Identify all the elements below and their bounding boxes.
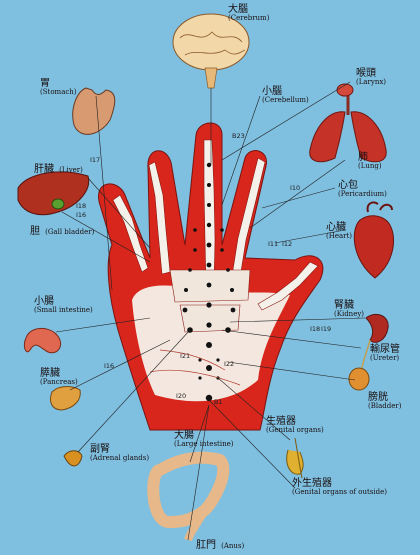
- point-i17: I17: [90, 156, 101, 164]
- bladder-en: (Bladder): [368, 402, 402, 410]
- label-heart: 心臟 (Heart): [326, 222, 352, 241]
- ext-genital-zh: 外生殖器: [292, 478, 332, 489]
- lung-zh: 肺: [358, 152, 368, 163]
- larynx-zh: 喉頭: [356, 68, 376, 79]
- heart-zh: 心臟: [326, 222, 346, 233]
- lungs-icon: [309, 83, 387, 163]
- cerebrum-zh: 大腦: [228, 4, 248, 15]
- point-i11: I11: [268, 240, 279, 248]
- large-intestine-icon: [147, 451, 230, 542]
- liver-zh: 肝臟: [34, 164, 54, 175]
- heart-en: (Heart): [326, 232, 353, 240]
- label-cerebellum: 小腦 (Cerebellum): [262, 86, 309, 105]
- stomach-zh: 胃: [40, 78, 50, 89]
- ext-genital-en: (Genital organs of outside): [292, 488, 387, 496]
- point-i19: I19: [321, 325, 332, 333]
- stomach-icon: [72, 87, 116, 135]
- label-larynx: 喉頭 (Larynx): [356, 68, 386, 87]
- adrenal-en: (Adrenal glands): [90, 454, 150, 462]
- kidney-en: (Kidney): [334, 310, 365, 318]
- pericardium-en: (Pericardium): [338, 190, 387, 198]
- point-i12: I12: [282, 240, 293, 248]
- point-b23: B23: [232, 132, 245, 140]
- hand-outline: [98, 122, 324, 431]
- genital-zh: 生殖器: [266, 416, 296, 427]
- label-anus: 肛門 (Anus): [196, 534, 244, 552]
- label-pancreas: 膵臟 (Pancreas): [40, 368, 78, 387]
- pancreas-icon: [49, 386, 81, 411]
- point-i20: I20: [176, 392, 187, 400]
- label-pericardium: 心包 (Pericardium): [338, 180, 387, 199]
- anus-en: (Anus): [221, 542, 245, 550]
- liver-en: (Liver): [59, 166, 83, 174]
- point-i18-left: I18: [76, 202, 87, 210]
- ureter-zh: 輸尿管: [370, 344, 400, 355]
- stomach-en: (Stomach): [40, 88, 77, 96]
- heart-icon: [353, 201, 395, 279]
- cerebellum-en: (Cerebellum): [262, 96, 309, 104]
- label-liver: 肝臟 (Liver): [34, 158, 83, 176]
- adrenal-gland-icon: [63, 450, 83, 467]
- small-intestine-icon: [23, 328, 61, 354]
- pancreas-en: (Pancreas): [40, 378, 78, 386]
- lung-en: (Lung): [358, 162, 382, 170]
- label-bladder: 膀胱 (Bladder): [368, 392, 401, 411]
- point-i16-left: I16: [76, 211, 87, 219]
- point-i16-lower: I16: [104, 362, 115, 370]
- larynx-en: (Larynx): [356, 78, 387, 86]
- label-kidney: 腎臟 (Kidney): [334, 300, 364, 319]
- label-genital: 生殖器 (Genital organs): [266, 416, 324, 435]
- bladder-icon: [348, 367, 370, 391]
- label-lung: 肺 (Lung): [358, 152, 382, 171]
- pancreas-zh: 膵臟: [40, 368, 60, 379]
- cerebrum-en: (Cerebrum): [228, 14, 270, 22]
- large-int-zh: 大腸: [174, 430, 194, 441]
- genital-organs-icon: [286, 437, 304, 479]
- large-int-en: (Large intestine): [174, 440, 234, 448]
- label-cerebrum: 大腦 (Cerebrum): [228, 4, 269, 23]
- label-adrenal: 副腎 (Adrenal glands): [90, 444, 149, 463]
- liver-icon: [17, 171, 90, 216]
- small-int-zh: 小腸: [34, 296, 54, 307]
- bladder-zh: 膀胱: [368, 392, 388, 403]
- brain-icon: [172, 13, 250, 89]
- cerebellum-zh: 小腦: [262, 86, 282, 97]
- kidney-zh: 腎臟: [334, 300, 354, 311]
- label-large-intestine: 大腸 (Large intestine): [174, 430, 233, 449]
- pericardium-zh: 心包: [338, 180, 358, 191]
- label-ureter: 輸尿管 (Ureter): [370, 344, 400, 363]
- point-i21: I21: [180, 352, 191, 360]
- genital-en: (Genital organs): [266, 426, 324, 434]
- leader-lines: [55, 81, 366, 541]
- gallbladder-en: (Gall bladder): [45, 228, 95, 236]
- label-stomach: 胃 (Stomach): [40, 78, 77, 97]
- small-int-en: (Small intestine): [34, 306, 93, 314]
- label-small-intestine: 小腸 (Small intestine): [34, 296, 93, 315]
- adrenal-zh: 副腎: [90, 444, 110, 455]
- point-b1: B1: [214, 398, 223, 406]
- label-gall-bladder: 胆 (Gall bladder): [30, 220, 94, 238]
- label-external-genital: 外生殖器 (Genital organs of outside): [292, 478, 387, 497]
- point-i10: I10: [290, 184, 301, 192]
- gallbladder-zh: 胆: [30, 226, 40, 237]
- anus-zh: 肛門: [196, 540, 216, 551]
- ureter-en: (Ureter): [370, 354, 400, 362]
- point-i22: I22: [224, 360, 235, 368]
- point-i18-right: I18: [310, 325, 321, 333]
